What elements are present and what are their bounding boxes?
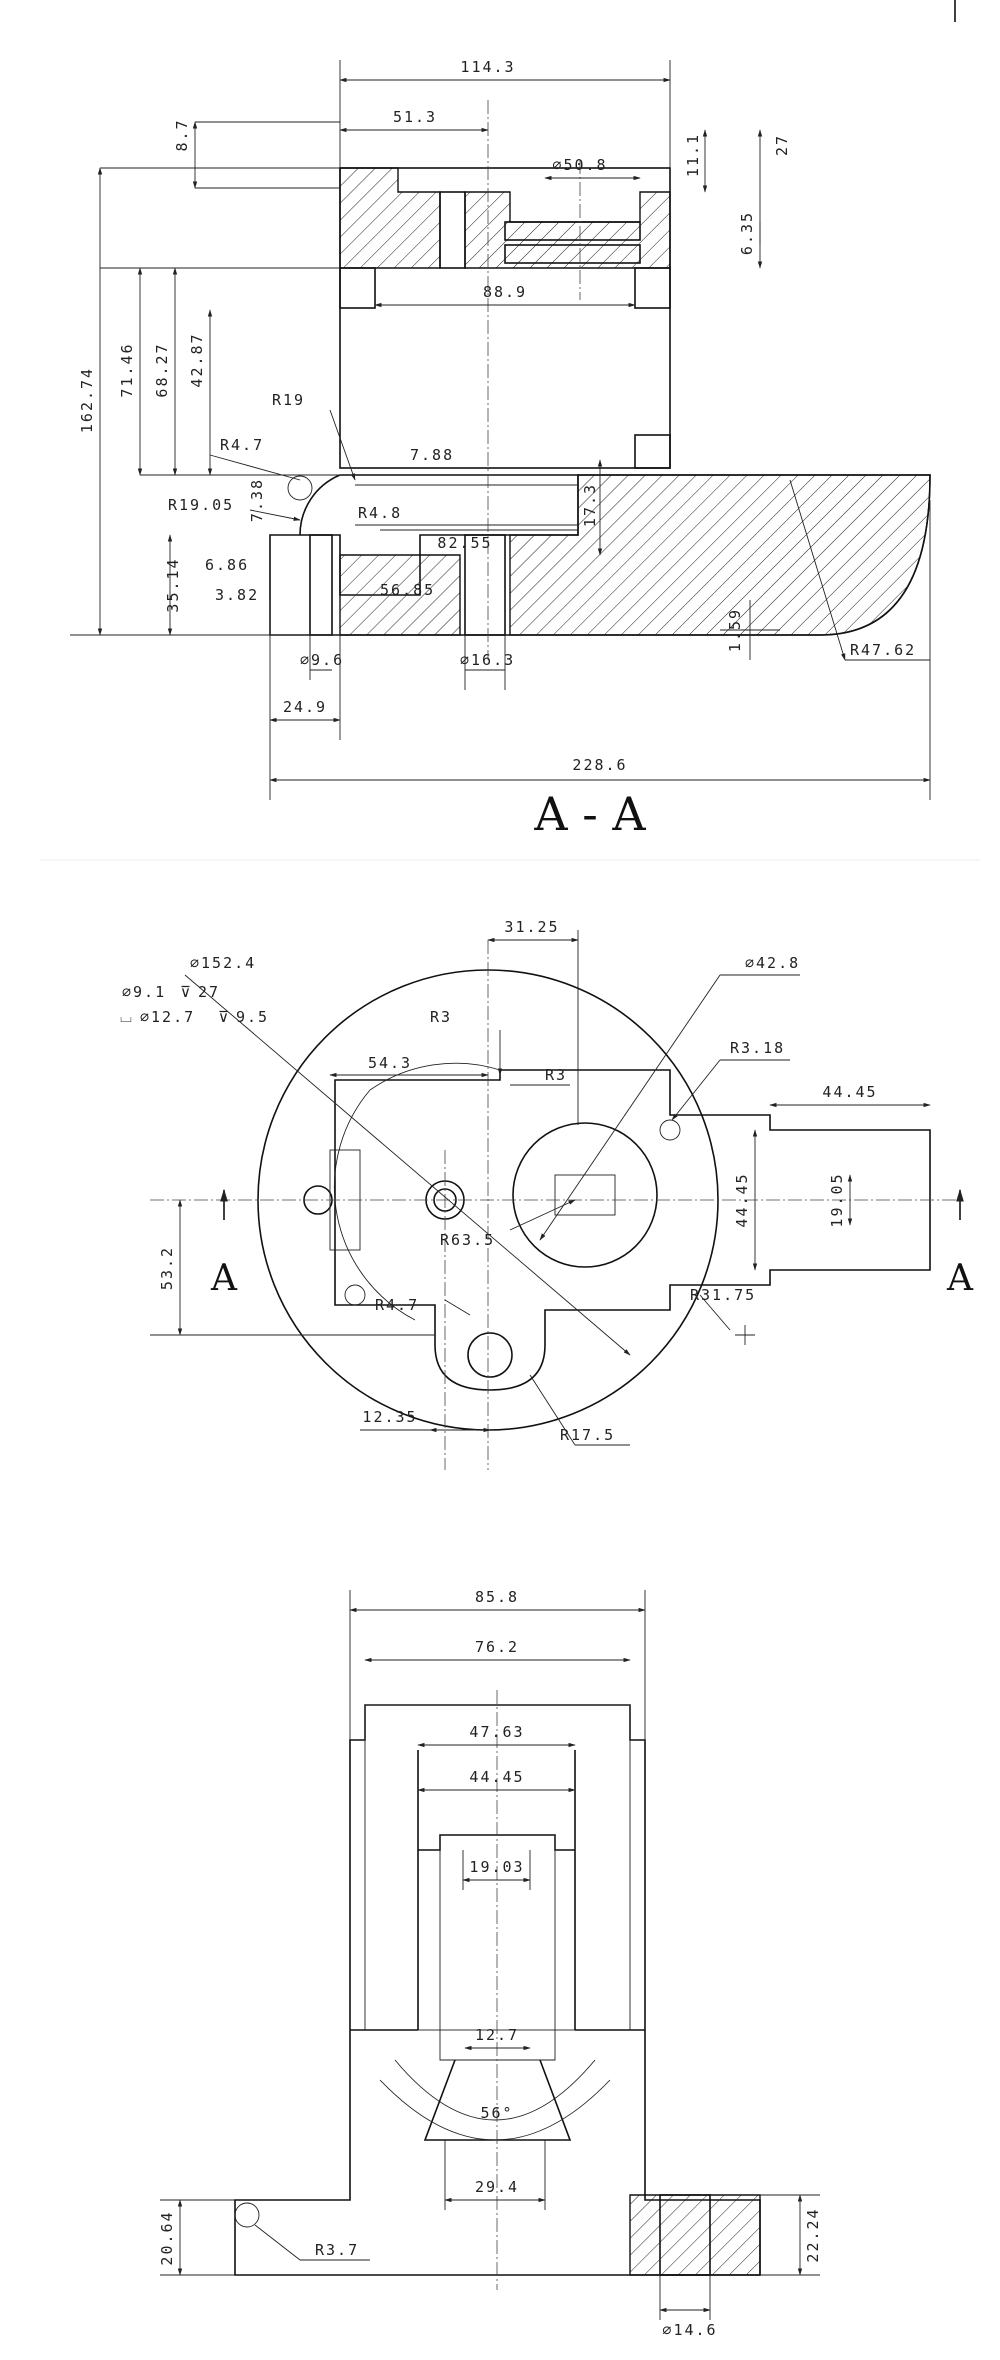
- dim-85-8: 85.8: [475, 1588, 519, 1606]
- dim-44-45-v: 44.45: [733, 1172, 751, 1227]
- dim-12-35: 12.35: [362, 1408, 417, 1426]
- dim-29-4: 29.4: [475, 2178, 519, 2196]
- fillet-r19: [299, 474, 341, 536]
- hole-dia-9-6: [309, 534, 333, 636]
- dim-r4-7: R4.7: [220, 436, 264, 454]
- pad-left: [339, 267, 376, 309]
- dim-1-59: 1.59: [726, 608, 744, 652]
- dim-dia-152-4: ⌀152.4: [190, 954, 256, 972]
- dim-44-45-h: 44.45: [822, 1083, 877, 1101]
- upper-body-outline: [339, 167, 671, 469]
- dim-r31-75: R31.75: [690, 1286, 756, 1304]
- dim-31-25: 31.25: [504, 918, 559, 936]
- dim-20-64: 20.64: [158, 2210, 176, 2265]
- dim-76-2: 76.2: [475, 1638, 519, 1656]
- groove-a: [504, 221, 641, 241]
- cbore-depth: 9.5: [236, 1008, 269, 1026]
- dim-r3-7: R3.7: [315, 2241, 359, 2259]
- depth-icon-2: ⊽: [218, 1008, 231, 1026]
- dim-35-14: 35.14: [164, 557, 182, 612]
- dim-r19: R19: [272, 391, 305, 409]
- dim-r47-62: R47.62: [850, 641, 916, 659]
- dim-71-46: 71.46: [118, 342, 136, 397]
- top-body-outline: [334, 1069, 931, 1391]
- dim-19-05: 19.05: [828, 1172, 846, 1227]
- dim-r4-8: R4.8: [358, 504, 402, 522]
- dim-24-9: 24.9: [283, 698, 327, 716]
- inner-step: [418, 1834, 575, 1851]
- dim-56-85: 56.85: [380, 581, 435, 599]
- dim-27: 27: [773, 134, 791, 156]
- dim-44-45-front: 44.45: [469, 1768, 524, 1786]
- dim-dia-9-6: ⌀9.6: [300, 651, 344, 669]
- top-left-hatch: [339, 167, 441, 269]
- dim-228-6: 228.6: [572, 756, 627, 774]
- hole-dia-16-3: [464, 534, 506, 636]
- dim-19-03: 19.03: [469, 1858, 524, 1876]
- dim-114-3: 114.3: [460, 58, 515, 76]
- fillet-r3-7: [234, 2202, 260, 2228]
- front-view: 85.8 76.2 47.63 44.45 19.03 12.7 56° 29.…: [158, 1588, 822, 2339]
- dim-r63-5: R63.5: [440, 1231, 495, 1249]
- section-view-a-a: 114.3 51.3 8.7 11.1 27 ⌀50.8 6.35 88.9 1…: [70, 58, 931, 841]
- front-flange-hatch: [629, 2194, 761, 2276]
- hole-dia: ⌀9.1: [122, 983, 166, 1001]
- bore-slot: [554, 1174, 616, 1216]
- pad-low-right: [634, 434, 671, 469]
- base-hatch-left: [339, 554, 461, 636]
- dim-r3-b: R3: [545, 1066, 567, 1084]
- front-slot-outer: [364, 1704, 631, 2031]
- section-marker-left: A: [210, 1258, 238, 1299]
- v-groove-56deg: [423, 2059, 572, 2141]
- dim-12-7: 12.7: [475, 2026, 519, 2044]
- counterbore-icon: ⌴: [120, 1008, 134, 1026]
- bolt-hole-top: [439, 191, 466, 269]
- dim-r4-7-top: R4.7: [375, 1296, 419, 1314]
- fillet-r4-7: [287, 475, 313, 501]
- dim-56-deg: 56°: [480, 2104, 513, 2122]
- dim-6-35: 6.35: [738, 211, 756, 255]
- dim-17-3: 17.3: [581, 483, 599, 527]
- dim-r17-5: R17.5: [560, 1426, 615, 1444]
- bore-dia-42-8: [512, 1122, 658, 1268]
- base-hatch-right: [509, 474, 931, 636]
- pad-right: [634, 267, 671, 309]
- cbore-dia: ⌀12.7: [140, 1008, 195, 1026]
- dim-53-2: 53.2: [158, 1246, 176, 1290]
- dim-dia-50-8: ⌀50.8: [552, 156, 607, 174]
- dim-dia-42-8: ⌀42.8: [745, 954, 800, 972]
- dim-162-74: 162.74: [78, 367, 96, 433]
- dim-51-3: 51.3: [393, 108, 437, 126]
- dim-82-55: 82.55: [437, 534, 492, 552]
- dim-54-3: 54.3: [368, 1054, 412, 1072]
- section-title: A - A: [533, 787, 646, 841]
- ear-hole: [467, 1332, 513, 1378]
- flange-hole-dia-14-6: [659, 2194, 711, 2276]
- fillet-r4-7-mark: [344, 1284, 366, 1306]
- dim-7-88: 7.88: [410, 446, 454, 464]
- dim-11-1: 11.1: [684, 133, 702, 177]
- depth-icon-1: ⊽: [180, 983, 193, 1001]
- dim-8-7: 8.7: [173, 118, 191, 151]
- dim-dia-14-6: ⌀14.6: [662, 2321, 717, 2339]
- dim-6-86: 6.86: [205, 556, 249, 574]
- dim-47-63: 47.63: [469, 1723, 524, 1741]
- dim-3-82: 3.82: [215, 586, 259, 604]
- dim-68-27: 68.27: [153, 342, 171, 397]
- dim-r3-18: R3.18: [730, 1039, 785, 1057]
- section-marker-right: A: [946, 1258, 974, 1299]
- dim-r19-05: R19.05: [168, 496, 234, 514]
- groove-b: [504, 244, 641, 264]
- dim-7-38: 7.38: [248, 478, 266, 522]
- dim-22-24: 22.24: [804, 2207, 822, 2262]
- dim-42-87: 42.87: [188, 332, 206, 387]
- dim-dia-16-3: ⌀16.3: [460, 651, 515, 669]
- dim-88-9: 88.9: [483, 283, 527, 301]
- dim-r3-a: R3: [430, 1008, 452, 1026]
- top-right-hatch: [464, 191, 671, 269]
- hole-depth: 27: [198, 983, 220, 1001]
- top-view: A A 31.25 ⌀152.4 ⌀42.8 ⌀9.1 ⊽ 27 ⌴ ⌀12.7…: [120, 918, 974, 1470]
